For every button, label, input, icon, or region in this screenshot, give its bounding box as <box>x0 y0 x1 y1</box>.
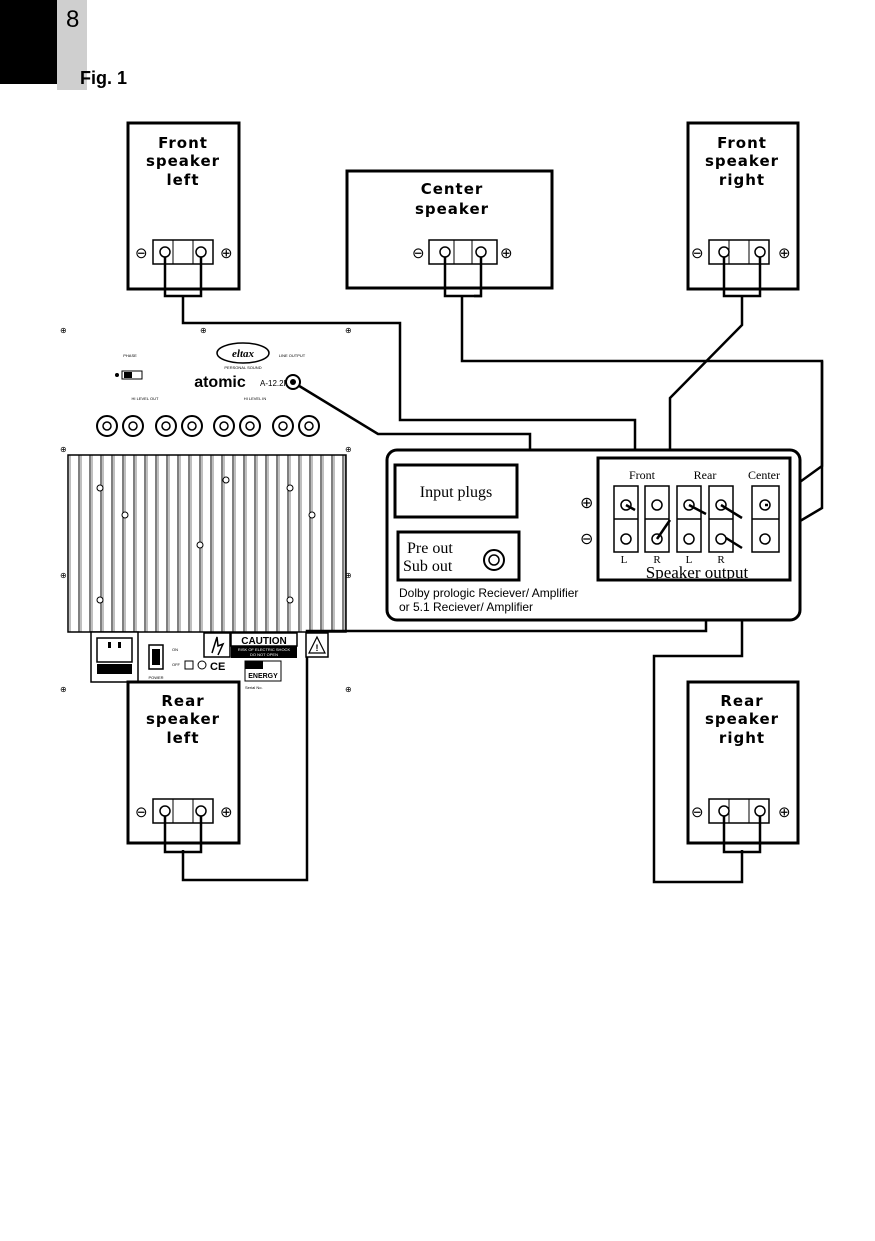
front-left-label-1: Front <box>158 134 208 152</box>
group-rear-label: Rear <box>694 468 717 482</box>
front-left-label-3: left <box>166 171 199 189</box>
page-tab <box>0 0 57 84</box>
line-output-label: LINE OUTPUT <box>279 353 306 358</box>
wire-front-left <box>181 296 637 505</box>
terminal-label-rear-r: R <box>717 554 725 566</box>
group-center-label: Center <box>748 468 780 482</box>
front-right-label-1: Front <box>717 134 767 152</box>
svg-text:⊕: ⊕ <box>60 326 67 335</box>
figure-label: Fig. 1 <box>80 68 128 88</box>
svg-text:⊕: ⊕ <box>200 326 207 335</box>
plus-icon: ⊕ <box>778 245 791 262</box>
center-label-1: Center <box>421 180 484 198</box>
plus-icon: ⊕ <box>220 804 233 821</box>
eltax-logo <box>216 342 270 364</box>
caution-line1: RISK OF ELECTRIC SHOCK <box>238 647 291 652</box>
minus-icon: ⊖ <box>691 245 704 262</box>
output-terminals <box>613 485 780 553</box>
pre-out-label-2: Sub out <box>403 558 453 575</box>
amplifier-panel: ⊕⊕⊕ ⊕⊕ ⊕⊕ ⊕⊕⊕ eltax PERSONAL SOUND PHASE… <box>60 326 352 694</box>
hi-level-in-label: HI LEVEL IN <box>244 396 267 401</box>
brand-sub: PERSONAL SOUND <box>224 365 261 370</box>
input-plugs-box <box>393 463 519 519</box>
model-name: atomic <box>194 374 246 391</box>
power-label: POWER <box>148 675 163 680</box>
rear-right-label-3: right <box>719 729 765 747</box>
heatsink <box>67 454 347 633</box>
center-speaker: Center speaker ⊖ ⊕ <box>345 169 554 298</box>
svg-text:⊕: ⊕ <box>60 571 67 580</box>
hi-level-out-label: HI LEVEL OUT <box>132 396 160 401</box>
plus-icon: ⊕ <box>778 804 791 821</box>
terminal-label-front-r: R <box>653 554 661 566</box>
minus-icon: ⊖ <box>412 245 425 262</box>
receiver-caption-2: or 5.1 Reciever/ Amplifier <box>399 600 533 614</box>
hi-level-jacks <box>96 415 320 437</box>
rear-right-label-2: speaker <box>705 710 779 728</box>
group-front-label: Front <box>629 468 656 482</box>
caution-warning-icon <box>305 632 329 658</box>
energy-label: ENERGY <box>248 673 278 680</box>
ce-mark: CE <box>210 661 225 673</box>
page-tab-shade <box>57 0 87 90</box>
off-label: OFF <box>172 662 181 667</box>
page-number: 8 <box>66 6 80 33</box>
rear-left-label-1: Rear <box>161 692 204 710</box>
phase-label: PHASE <box>123 353 137 358</box>
svg-text:⊕: ⊕ <box>345 571 352 580</box>
speaker-output-label: Speaker output <box>646 563 749 582</box>
terminal-label-rear-l: L <box>686 554 693 566</box>
rear-left-label-2: speaker <box>146 710 220 728</box>
front-left-speaker: Front speaker left ⊖ ⊕ <box>126 121 241 298</box>
minus-icon: ⊖ <box>135 804 148 821</box>
pre-out-label-1: Pre out <box>407 540 453 557</box>
caution-shock-icon <box>203 632 231 658</box>
rear-right-speaker: Rear speaker right ⊖ ⊕ <box>686 680 800 854</box>
center-label-2: speaker <box>415 200 489 218</box>
front-left-label-2: speaker <box>146 152 220 170</box>
rear-left-speaker: Rear speaker left ⊖ ⊕ <box>126 680 241 854</box>
rear-right-label-1: Rear <box>720 692 763 710</box>
svg-text:!: ! <box>316 643 319 653</box>
receiver: Input plugs Pre out Sub out Dolby prolog… <box>385 448 802 622</box>
terminal-label-front-l: L <box>621 554 628 566</box>
front-right-label-2: speaker <box>705 152 779 170</box>
minus-icon: ⊖ <box>691 804 704 821</box>
plus-icon: ⊕ <box>220 245 233 262</box>
model-number: A-12.2R <box>260 379 290 388</box>
svg-text:⊕: ⊕ <box>60 685 67 694</box>
receiver-caption-1: Dolby prologic Reciever/ Amplifier <box>399 586 578 600</box>
caution-line2: DO NOT OPEN <box>250 652 278 657</box>
svg-text:⊕: ⊕ <box>60 445 67 454</box>
heatsink-screws <box>96 476 316 604</box>
svg-text:⊕: ⊕ <box>345 685 352 694</box>
front-right-label-3: right <box>719 171 765 189</box>
input-plugs-label: Input plugs <box>420 484 492 501</box>
caution-title: CAUTION <box>241 636 287 647</box>
minus-icon: ⊖ <box>580 531 593 548</box>
plus-icon: ⊕ <box>580 495 593 512</box>
svg-text:⊕: ⊕ <box>345 445 352 454</box>
svg-text:⊕: ⊕ <box>345 326 352 335</box>
brand-logo: eltax <box>232 348 254 360</box>
serial-label: Serial No. <box>245 685 263 690</box>
on-label: ON <box>172 647 178 652</box>
minus-icon: ⊖ <box>135 245 148 262</box>
plus-icon: ⊕ <box>500 245 513 262</box>
rear-left-label-3: left <box>166 729 199 747</box>
front-right-speaker: Front speaker right ⊖ ⊕ <box>686 121 800 298</box>
